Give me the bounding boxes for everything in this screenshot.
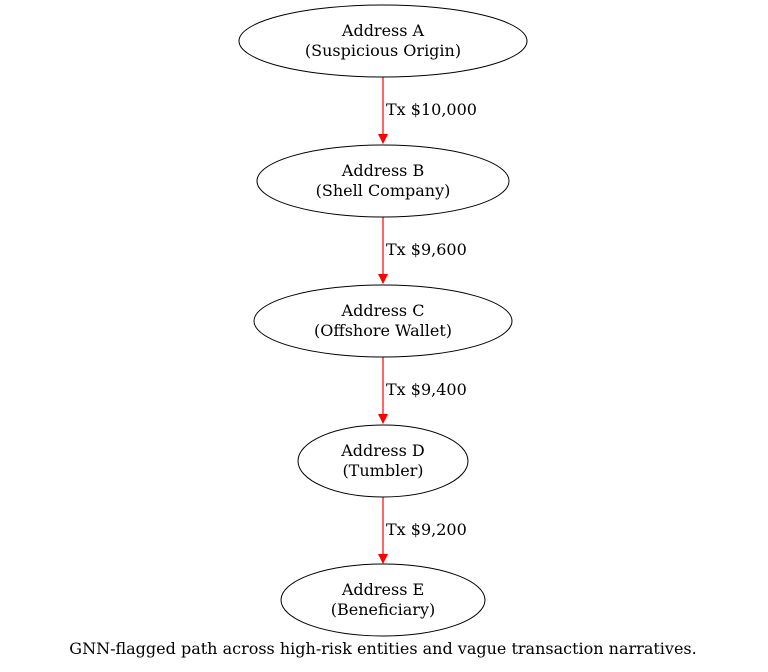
edge-label-b-c: Tx $9,600: [386, 240, 467, 259]
edge-a-b: Tx $10,000: [378, 77, 477, 144]
edge-label-a-b: Tx $10,000: [386, 100, 477, 119]
node-e-title: Address E: [341, 580, 424, 599]
edge-label-c-d: Tx $9,400: [386, 380, 467, 399]
node-a-title: Address A: [341, 21, 425, 40]
node-address-d[interactable]: Address D (Tumbler): [297, 424, 469, 498]
node-b-title: Address B: [341, 161, 424, 180]
node-c-title: Address C: [341, 301, 425, 320]
node-address-a[interactable]: Address A (Suspicious Origin): [238, 4, 528, 78]
node-a-subtitle: (Suspicious Origin): [305, 41, 461, 60]
node-ellipse-c: [253, 284, 513, 358]
edge-c-d: Tx $9,400: [378, 357, 467, 424]
nodes-group: Address A (Suspicious Origin) Address B …: [238, 4, 528, 637]
node-ellipse-a: [238, 4, 528, 78]
node-address-c[interactable]: Address C (Offshore Wallet): [253, 284, 513, 358]
node-ellipse-b: [256, 144, 510, 218]
node-address-b[interactable]: Address B (Shell Company): [256, 144, 510, 218]
node-d-subtitle: (Tumbler): [342, 461, 423, 480]
diagram-caption: GNN-flagged path across high-risk entiti…: [69, 639, 696, 658]
node-address-e[interactable]: Address E (Beneficiary): [280, 563, 486, 637]
node-ellipse-d: [297, 424, 469, 498]
edge-label-d-e: Tx $9,200: [386, 520, 467, 539]
edges-group: Tx $10,000 Tx $9,600 Tx $9,400 Tx $9,200: [378, 77, 477, 564]
node-c-subtitle: (Offshore Wallet): [314, 321, 452, 340]
node-d-title: Address D: [340, 441, 425, 460]
node-ellipse-e: [280, 563, 486, 637]
edge-b-c: Tx $9,600: [378, 217, 467, 284]
node-b-subtitle: (Shell Company): [316, 181, 451, 200]
node-e-subtitle: (Beneficiary): [331, 600, 435, 619]
edge-d-e: Tx $9,200: [378, 497, 467, 564]
